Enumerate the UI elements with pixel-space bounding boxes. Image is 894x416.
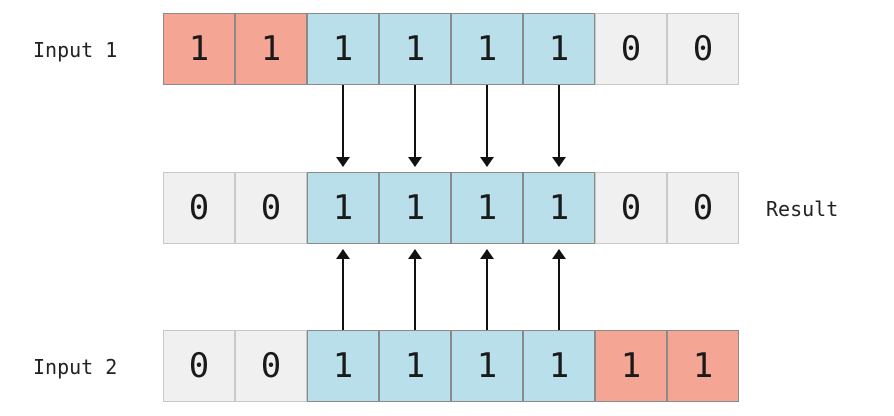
input-2-cell-8: 1 (667, 330, 739, 402)
input-1-cell-7: 0 (595, 13, 667, 85)
input-1-cell-5: 1 (451, 13, 523, 85)
result-cell-6: 1 (523, 172, 595, 244)
input-2-cell-3: 1 (307, 330, 379, 402)
result-cell-4: 1 (379, 172, 451, 244)
input-1-cell-8: 0 (667, 13, 739, 85)
input-1-cell-6: 1 (523, 13, 595, 85)
input-2-cell-4: 1 (379, 330, 451, 402)
input-2-cell-5: 1 (451, 330, 523, 402)
result-cell-5: 1 (451, 172, 523, 244)
input-1-cell-3: 1 (307, 13, 379, 85)
result-cell-8: 0 (667, 172, 739, 244)
result-cell-7: 0 (595, 172, 667, 244)
result-cell-3: 1 (307, 172, 379, 244)
input-2-label: Input 2 (33, 355, 118, 379)
input-1-label: Input 1 (33, 38, 118, 62)
input-1-cell-1: 1 (163, 13, 235, 85)
input-2-cell-2: 0 (235, 330, 307, 402)
arrow-layer (336, 85, 566, 330)
result-label: Result (766, 197, 839, 221)
result-cell-1: 0 (163, 172, 235, 244)
input-2-cell-6: 1 (523, 330, 595, 402)
input-2-cell-1: 0 (163, 330, 235, 402)
input-1-cell-2: 1 (235, 13, 307, 85)
result-cell-2: 0 (235, 172, 307, 244)
input-2-cell-7: 1 (595, 330, 667, 402)
input-1-cell-4: 1 (379, 13, 451, 85)
